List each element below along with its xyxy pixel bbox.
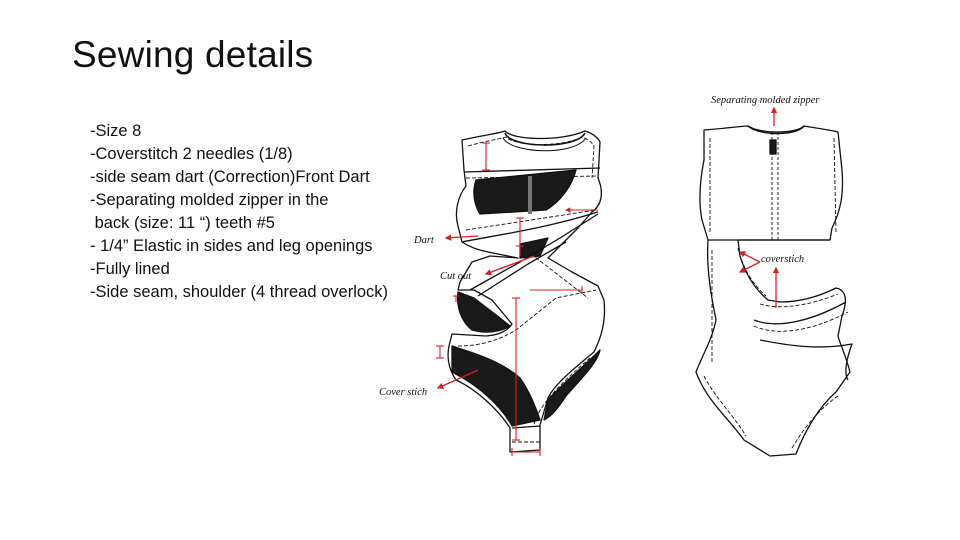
detail-side-seam-dart: -side seam dart (Correction)Front Dart bbox=[90, 168, 370, 186]
detail-overlock: -Side seam, shoulder (4 thread overlock) bbox=[90, 283, 389, 301]
sewing-details-list: -Size 8 -Coverstitch 2 needles (1/8) -si… bbox=[90, 120, 388, 304]
detail-lining: -Fully lined bbox=[90, 260, 170, 278]
back-annotation-arrows bbox=[738, 106, 780, 308]
label-dart: Dart bbox=[413, 235, 435, 246]
label-coverstich: coverstich bbox=[761, 254, 804, 265]
label-cover-stich: Cover stich bbox=[379, 387, 427, 398]
detail-zipper: -Separating molded zipper in the bbox=[90, 191, 329, 209]
slide-title: Sewing details bbox=[72, 34, 314, 75]
detail-coverstitch: -Coverstitch 2 needles (1/8) bbox=[90, 145, 293, 163]
detail-zipper-size: back (size: 11 “) teeth #5 bbox=[90, 214, 275, 232]
front-view-sketch bbox=[447, 130, 606, 453]
detail-elastic: - 1/4” Elastic in sides and leg openings bbox=[90, 237, 373, 255]
label-cut-out: Cut out bbox=[440, 271, 472, 282]
front-measure-marks bbox=[436, 142, 598, 456]
back-view-sketch bbox=[695, 125, 853, 457]
detail-size: -Size 8 bbox=[90, 122, 142, 140]
front-annotation-arrows bbox=[436, 234, 535, 389]
label-separating-zipper: Separating molded zipper bbox=[711, 95, 820, 106]
